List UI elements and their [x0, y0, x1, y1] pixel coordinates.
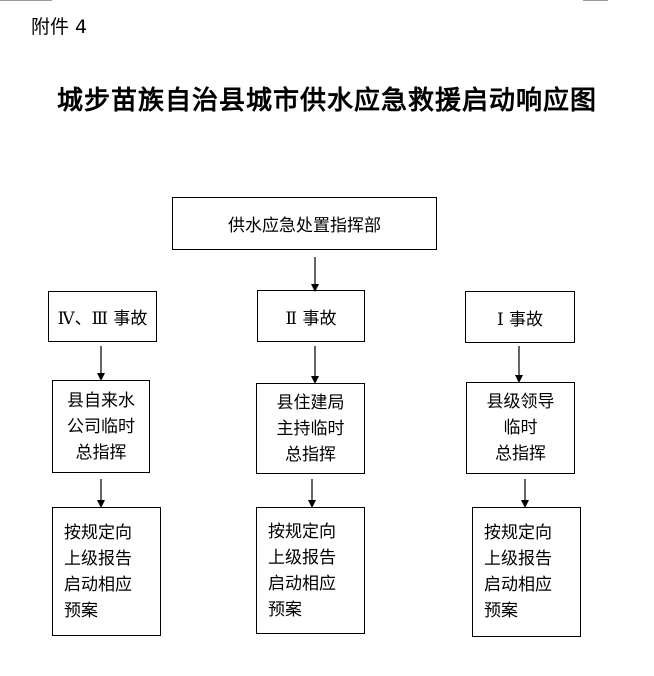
commander-line: 临时 [503, 418, 538, 438]
event-label: Ⅱ 事故 [285, 308, 337, 329]
commander-line: 总指挥 [285, 444, 336, 465]
top-rule-left [0, 0, 52, 1]
action-line: 按规定向 [268, 521, 336, 542]
command-center-label: 供水应急处置指挥部 [228, 216, 381, 236]
page-title: 城步苗族自治县城市供水应急救援启动响应图 [56, 86, 597, 116]
top-rule-right [583, 0, 608, 1]
commander-line: 主持临时 [276, 418, 345, 439]
action-line: 按规定向 [484, 523, 552, 543]
event-box-level-1: Ⅰ 事故 [465, 291, 575, 343]
action-line: 启动相应 [268, 573, 336, 594]
commander-box-level-2: 县住建局 主持临时 总指挥 [256, 383, 365, 474]
action-line: 上级报告 [268, 547, 336, 568]
commander-box-level-1: 县级领导 临时 总指挥 [466, 382, 575, 474]
commander-line: 公司临时 [67, 416, 135, 437]
action-box-level-2: 按规定向 上级报告 启动相应 预案 [256, 507, 365, 634]
event-label: Ⅰ 事故 [496, 309, 544, 330]
event-label: Ⅳ、Ⅲ 事故 [57, 309, 148, 329]
event-box-level-4-3: Ⅳ、Ⅲ 事故 [48, 291, 157, 342]
commander-box-level-4-3: 县自来水 公司临时 总指挥 [52, 380, 150, 473]
commander-line: 总指挥 [75, 442, 127, 463]
action-line: 预案 [268, 599, 302, 620]
action-line: 预案 [64, 600, 98, 621]
action-line: 预案 [484, 601, 518, 621]
action-box-level-4-3: 按规定向 上级报告 启动相应 预案 [52, 507, 161, 636]
action-line: 启动相应 [484, 575, 552, 595]
commander-line: 县住建局 [276, 392, 345, 413]
commander-line: 总指挥 [495, 444, 546, 464]
command-center-box: 供水应急处置指挥部 [172, 197, 437, 250]
action-line: 按规定向 [64, 522, 132, 543]
action-box-level-1: 按规定向 上级报告 启动相应 预案 [472, 507, 581, 637]
action-line: 启动相应 [64, 574, 132, 595]
attachment-label: 附件 4 [31, 16, 88, 38]
commander-line: 县自来水 [67, 390, 135, 411]
action-line: 上级报告 [64, 548, 132, 569]
action-line: 上级报告 [484, 549, 552, 569]
commander-line: 县级领导 [486, 392, 555, 412]
